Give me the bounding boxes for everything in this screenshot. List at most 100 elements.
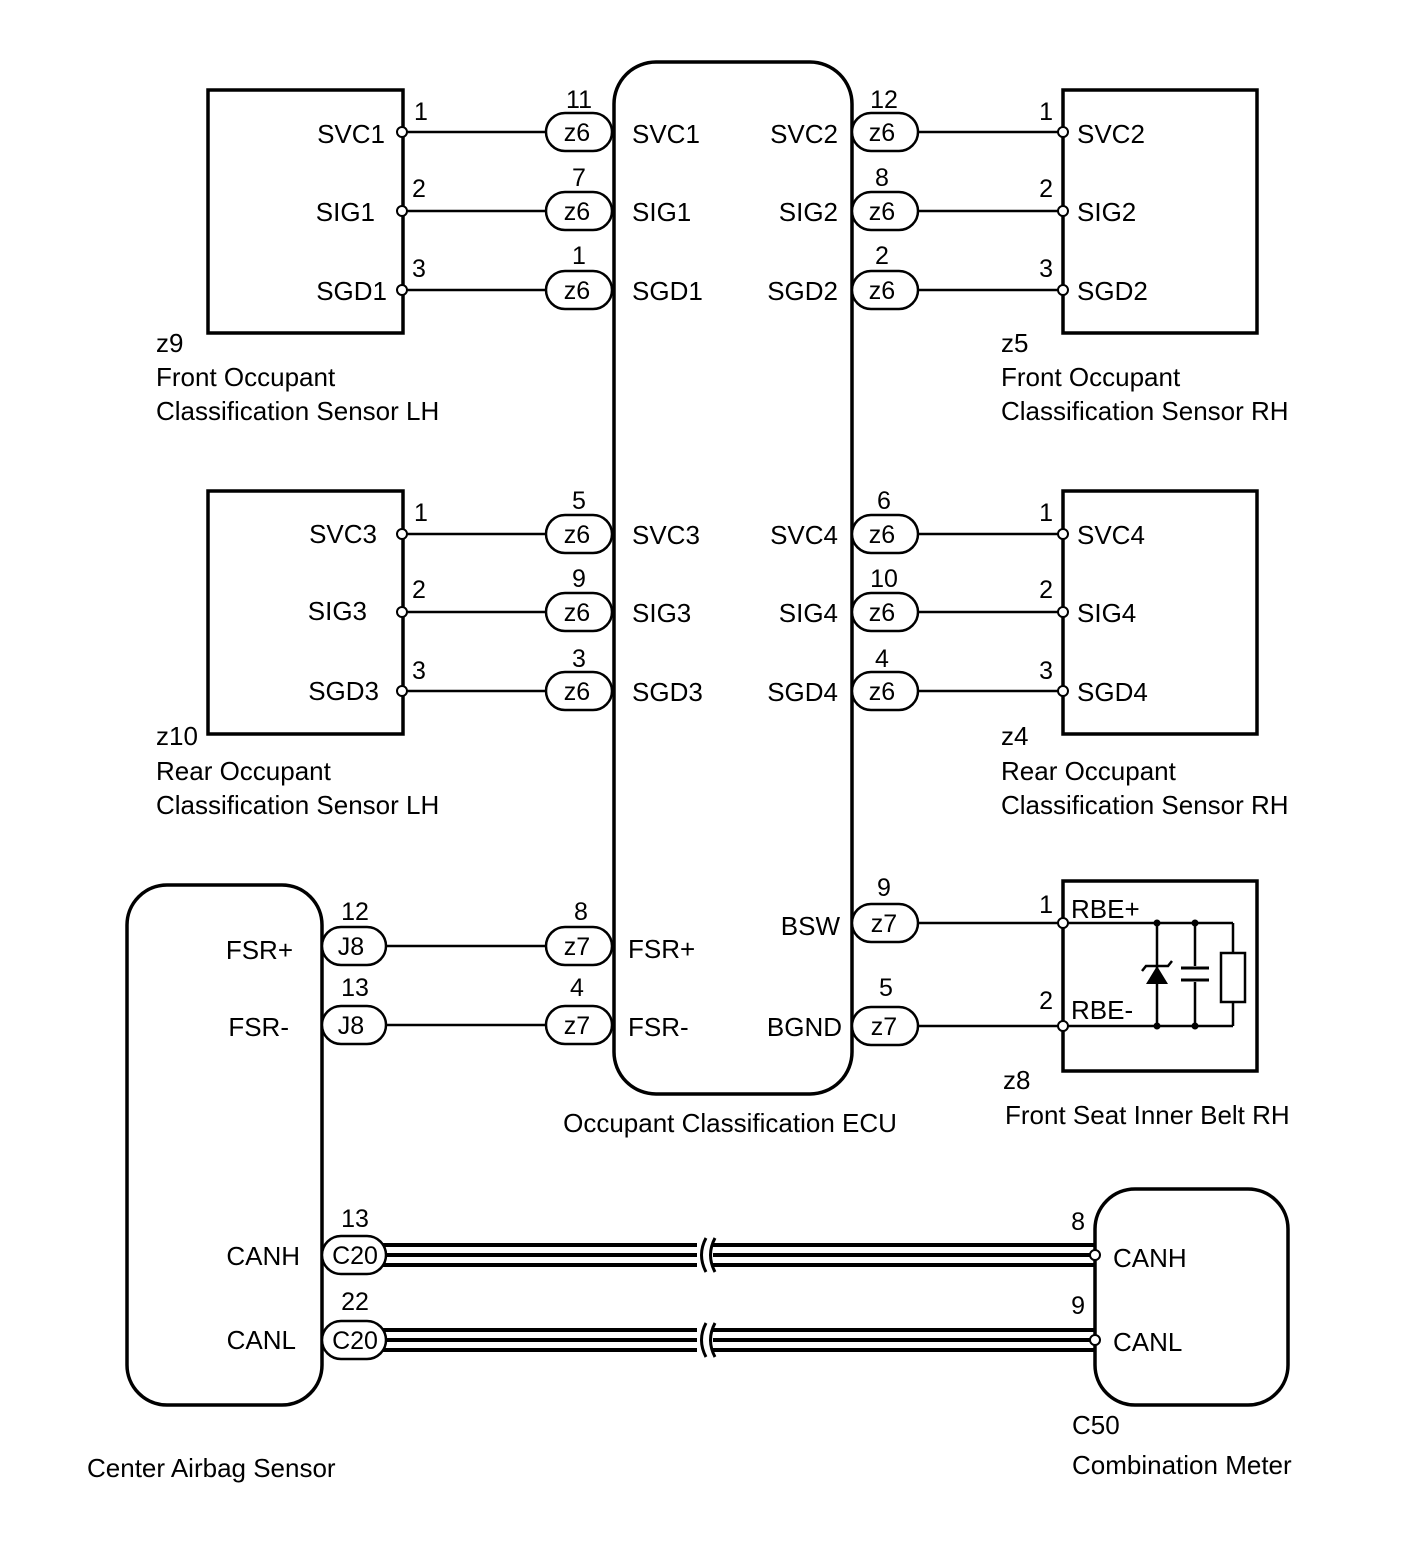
sensor-term-label: SGD2	[1077, 276, 1148, 306]
ecu-term-label: SIG3	[632, 598, 691, 628]
connector-code: z7	[871, 1013, 897, 1041]
sensor-pin: 2	[1039, 175, 1053, 203]
ecu-left-capsules	[544, 111, 614, 1046]
meter-term-label: CANL	[1113, 1327, 1182, 1357]
ecu-pin: 4	[570, 974, 584, 1002]
connector-code: z6	[564, 521, 590, 549]
sensor-pin: 3	[1039, 255, 1053, 283]
sensor-term-label: SGD4	[1077, 677, 1148, 707]
sensor-pin: 1	[1039, 499, 1053, 527]
ecu-pin: 10	[870, 565, 898, 593]
ecu-term-label: BSW	[781, 911, 841, 941]
sensor-term-label: SIG3	[308, 596, 367, 626]
ecu-pin: 11	[566, 86, 592, 114]
sensor-rr-name-2: Classification Sensor RH	[1001, 790, 1289, 820]
connector-code: z6	[564, 277, 590, 305]
ecu-term-label: SGD4	[767, 677, 838, 707]
connector-code: C20	[332, 1327, 378, 1355]
can-bus	[382, 1236, 1094, 1359]
ecu-pin: 8	[574, 898, 588, 926]
ecu-term-label: SVC3	[632, 520, 700, 550]
sensor-term-label: SGD3	[308, 676, 379, 706]
meter-box	[1093, 1187, 1290, 1407]
connector-code: z6	[869, 521, 895, 549]
sensor-pin: 3	[412, 255, 426, 283]
airbag-pin: 13	[341, 974, 369, 1002]
ecu-right-capsules	[850, 111, 920, 1047]
sensor-rr-code: z4	[1001, 721, 1028, 751]
sensor-term-label: SIG4	[1077, 598, 1136, 628]
airbag-box	[125, 883, 324, 1407]
ecu-pin: 1	[572, 242, 586, 270]
connector-code: J8	[338, 1012, 364, 1040]
belt-term-label: RBE+	[1071, 894, 1140, 924]
meter-pin: 9	[1071, 1292, 1085, 1320]
meter-name: Combination Meter	[1072, 1450, 1292, 1480]
airbag-capsules	[320, 925, 388, 1361]
ecu-pin: 9	[572, 565, 586, 593]
airbag-term-label: FSR-	[228, 1012, 289, 1042]
sensor-term-label: SIG1	[316, 197, 375, 227]
sensor-fl-name-1: Front Occupant	[156, 362, 336, 392]
airbag-term-label: FSR+	[226, 935, 293, 965]
sensor-pin: 3	[412, 657, 426, 685]
ecu-term-label: SGD2	[767, 276, 838, 306]
connector-code: z6	[564, 119, 590, 147]
sensor-pin: 1	[1039, 98, 1053, 126]
connector-code: z6	[869, 678, 895, 706]
ecu-pin: 9	[877, 874, 891, 902]
sensor-pin: 1	[414, 499, 428, 527]
connector-code: J8	[338, 933, 364, 961]
ecu-term-label: SVC2	[770, 119, 838, 149]
sensor-term-label: SIG2	[1077, 197, 1136, 227]
meter-term-label: CANH	[1113, 1243, 1187, 1273]
connector-code: z6	[869, 277, 895, 305]
ecu-pin: 2	[875, 242, 889, 270]
airbag-term-label: CANL	[227, 1325, 296, 1355]
sensor-pin: 2	[412, 576, 426, 604]
sensor-pin: 1	[414, 98, 428, 126]
sensor-pin: 2	[1039, 576, 1053, 604]
resistor-icon	[1219, 951, 1247, 1004]
ecu-pin: 5	[572, 487, 586, 515]
sensor-rl-name-1: Rear Occupant	[156, 756, 332, 786]
capacitor-icon	[1181, 966, 1209, 982]
ecu-term-label: BGND	[767, 1012, 842, 1042]
connector-code: z7	[564, 933, 590, 961]
connector-code: z6	[869, 599, 895, 627]
airbag-pin: 22	[341, 1288, 369, 1316]
ecu-pin: 7	[572, 164, 586, 192]
ecu-term-label: SIG4	[779, 598, 838, 628]
belt-name: Front Seat Inner Belt RH	[1005, 1100, 1290, 1130]
ecu-term-label: FSR+	[628, 934, 695, 964]
sensor-fl-code: z9	[156, 328, 183, 358]
connector-code: z6	[869, 119, 895, 147]
ecu-pin: 6	[877, 487, 891, 515]
ecu-term-label: SVC1	[632, 119, 700, 149]
airbag-term-label: CANH	[226, 1241, 300, 1271]
sensor-fr-name-2: Classification Sensor RH	[1001, 396, 1289, 426]
sensor-rl-code: z10	[156, 721, 198, 751]
ecu-pin: 5	[879, 974, 893, 1002]
sensor-terminals	[396, 126, 1101, 1346]
sensor-term-label: SVC2	[1077, 119, 1145, 149]
belt-pin: 1	[1039, 891, 1053, 919]
ecu-term-label: SVC4	[770, 520, 838, 550]
connector-code: z6	[564, 198, 590, 226]
ecu-term-label: SGD3	[632, 677, 703, 707]
belt-term-label: RBE-	[1071, 995, 1133, 1025]
ecu-term-label: SIG2	[779, 197, 838, 227]
wires	[386, 130, 1063, 1028]
meter-code: C50	[1072, 1410, 1120, 1440]
ecu-term-label: SIG1	[632, 197, 691, 227]
sensor-term-label: SVC3	[309, 519, 377, 549]
sensor-term-label: SVC1	[317, 119, 385, 149]
ecu-pin: 3	[572, 645, 586, 673]
airbag-name: Center Airbag Sensor	[87, 1453, 336, 1483]
belt-pin: 2	[1039, 987, 1053, 1015]
sensor-term-label: SGD1	[316, 276, 387, 306]
airbag-pin: 13	[341, 1205, 369, 1233]
sensor-pin: 3	[1039, 657, 1053, 685]
sensor-fr-name-1: Front Occupant	[1001, 362, 1181, 392]
